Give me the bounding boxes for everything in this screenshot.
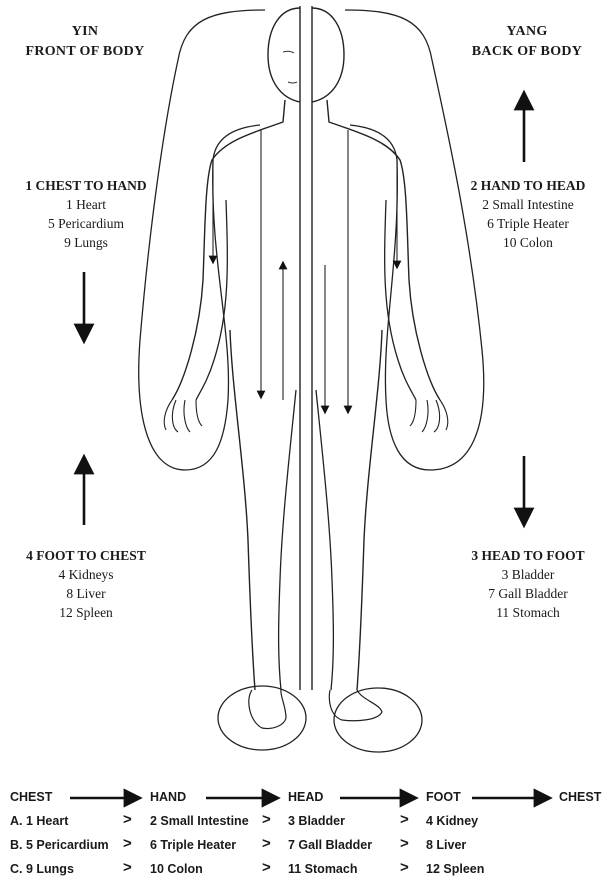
left-leg-outer [230, 330, 255, 690]
right-leg-inner [316, 390, 333, 690]
group-item: 10 Colon [448, 233, 608, 252]
right-foot [329, 690, 382, 721]
torso-outline-front [172, 100, 285, 400]
group-item: 11 Stomach [448, 603, 608, 622]
seq-row-a-col2: 2 Small Intestine [150, 814, 249, 828]
group-item: 5 Pericardium [6, 214, 166, 233]
head-outline-front [268, 8, 300, 102]
face-mouth [288, 82, 297, 83]
seq-header-arrows [10, 786, 606, 810]
body-meridian-diagram [0, 0, 608, 780]
group-item: 9 Lungs [6, 233, 166, 252]
seq-row-b-col4: 8 Liver [426, 838, 466, 852]
group-head-to-foot: 3 HEAD TO FOOT 3 Bladder 7 Gall Bladder … [448, 546, 608, 622]
seq-separator: > [262, 835, 271, 852]
group-item: 6 Triple Heater [448, 214, 608, 233]
group-item: 12 Spleen [6, 603, 166, 622]
left-leg-inner [279, 390, 296, 690]
seq-separator: > [400, 835, 409, 852]
left-hand [164, 400, 202, 432]
seq-separator: > [262, 859, 271, 876]
group-title: 1 CHEST TO HAND [6, 176, 166, 195]
group-title: 3 HEAD TO FOOT [448, 546, 608, 565]
face-eye [283, 51, 294, 53]
seq-row-c-col4: 12 Spleen [426, 862, 484, 876]
head-outline-back [312, 8, 344, 102]
group-hand-to-head: 2 HAND TO HEAD 2 Small Intestine 6 Tripl… [448, 176, 608, 252]
left-foot-loop [218, 686, 306, 750]
seq-separator: > [123, 811, 132, 828]
group-item: 1 Heart [6, 195, 166, 214]
seq-row-b-col3: 7 Gall Bladder [288, 838, 372, 852]
group-item: 7 Gall Bladder [448, 584, 608, 603]
seq-row-a-col1: A. 1 Heart [10, 814, 68, 828]
right-hand [410, 400, 448, 432]
group-item: 4 Kidneys [6, 565, 166, 584]
right-leg-outer [357, 330, 382, 690]
seq-row-c-col1: C. 9 Lungs [10, 862, 74, 876]
group-title: 4 FOOT TO CHEST [6, 546, 166, 565]
seq-row-c-col3: 11 Stomach [288, 862, 357, 876]
seq-row-a-col4: 4 Kidney [426, 814, 478, 828]
left-foot [249, 690, 286, 729]
seq-separator: > [123, 835, 132, 852]
group-foot-to-chest: 4 FOOT TO CHEST 4 Kidneys 8 Liver 12 Spl… [6, 546, 166, 622]
seq-row-c-col2: 10 Colon [150, 862, 203, 876]
torso-outline-back [327, 100, 440, 400]
seq-row-b-col1: B. 5 Pericardium [10, 838, 109, 852]
group-item: 8 Liver [6, 584, 166, 603]
group-title: 2 HAND TO HEAD [448, 176, 608, 195]
group-chest-to-hand: 1 CHEST TO HAND 1 Heart 5 Pericardium 9 … [6, 176, 166, 252]
seq-separator: > [123, 859, 132, 876]
seq-separator: > [400, 859, 409, 876]
group-item: 2 Small Intestine [448, 195, 608, 214]
seq-row-a-col3: 3 Bladder [288, 814, 345, 828]
group-item: 3 Bladder [448, 565, 608, 584]
seq-separator: > [262, 811, 271, 828]
seq-separator: > [400, 811, 409, 828]
seq-row-b-col2: 6 Triple Heater [150, 838, 236, 852]
